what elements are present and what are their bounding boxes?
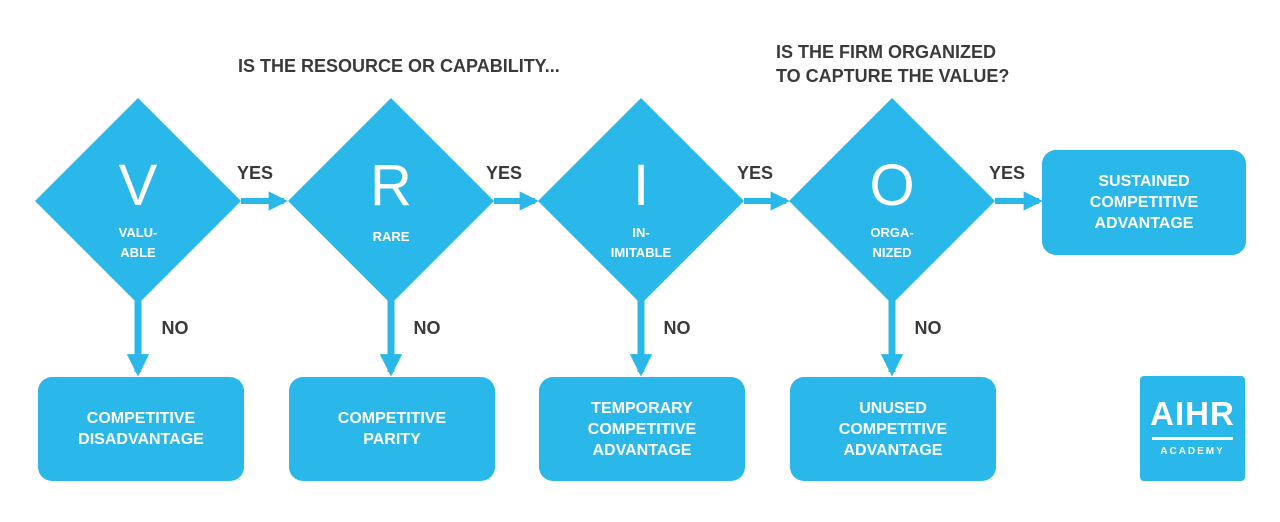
logo-subtitle: ACADEMY bbox=[1160, 446, 1225, 457]
label-inimitable-line1: IN- bbox=[632, 225, 649, 240]
letter-r: R bbox=[370, 153, 412, 218]
no-label-1: NO bbox=[162, 318, 189, 338]
logo-wordmark: AIHR bbox=[1150, 395, 1235, 432]
diamond-inimitable: I IN- IMITABLE bbox=[538, 98, 744, 304]
logo-divider bbox=[1152, 437, 1233, 440]
outcome-unused-competitive-advantage: UNUSED COMPETITIVE ADVANTAGE bbox=[790, 377, 996, 481]
no-label-3: NO bbox=[664, 318, 691, 338]
label-valuable-line2: ABLE bbox=[120, 245, 156, 260]
resource-question-heading: IS THE RESOURCE OR CAPABILITY... bbox=[238, 56, 560, 76]
diamond-rare: R RARE bbox=[288, 98, 494, 304]
letter-v: V bbox=[119, 153, 158, 218]
label-organized-line2: NIZED bbox=[873, 245, 912, 260]
yes-label-4: YES bbox=[989, 163, 1025, 183]
yes-label-2: YES bbox=[486, 163, 522, 183]
diamond-valuable: V VALU- ABLE bbox=[35, 98, 241, 304]
label-rare: RARE bbox=[373, 229, 410, 244]
yes-label-1: YES bbox=[237, 163, 273, 183]
label-organized-line1: ORGA- bbox=[870, 225, 913, 240]
outcome-sustained-competitive-advantage: SUSTAINED COMPETITIVE ADVANTAGE bbox=[1042, 150, 1246, 255]
aihr-academy-logo: AIHR ACADEMY bbox=[1140, 376, 1245, 481]
organized-question-heading: IS THE FIRM ORGANIZED TO CAPTURE THE VAL… bbox=[776, 42, 1010, 86]
label-valuable-line1: VALU- bbox=[119, 225, 158, 240]
outcome-temporary-competitive-advantage: TEMPORARY COMPETITIVE ADVANTAGE bbox=[539, 377, 745, 481]
letter-o: O bbox=[869, 153, 914, 218]
yes-label-3: YES bbox=[737, 163, 773, 183]
no-label-4: NO bbox=[915, 318, 942, 338]
outcome-competitive-disadvantage: COMPETITIVE DISADVANTAGE bbox=[38, 377, 244, 481]
diamond-organized: O ORGA- NIZED bbox=[789, 98, 995, 304]
label-inimitable-line2: IMITABLE bbox=[611, 245, 672, 260]
letter-i: I bbox=[633, 153, 649, 218]
no-label-2: NO bbox=[414, 318, 441, 338]
outcome-competitive-parity: COMPETITIVE PARITY bbox=[289, 377, 495, 481]
